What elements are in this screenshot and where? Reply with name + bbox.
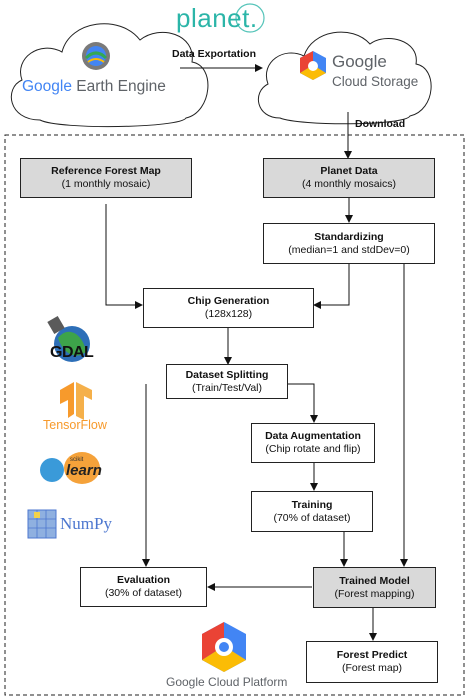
gcs-logo-line1: Google — [332, 52, 387, 71]
forest-predict-box: Forest Predict (Forest map) — [306, 641, 438, 683]
chip-generation-title: Chip Generation — [187, 295, 270, 307]
data-exportation-label: Data Exportation — [172, 48, 257, 60]
sklearn-small-label: scikit — [70, 457, 84, 463]
standardizing-box: Standardizing (median=1 and stdDev=0) — [263, 223, 435, 264]
chip-generation-box: Chip Generation (128x128) — [143, 288, 314, 328]
forest-predict-title: Forest Predict — [336, 649, 408, 661]
reference-forest-map-title: Reference Forest Map — [51, 165, 161, 177]
gee-logo-google: Google — [22, 78, 72, 95]
tensorflow-label: TensorFlow — [43, 418, 107, 432]
numpy-icon — [27, 509, 57, 539]
data-augmentation-sub: (Chip rotate and flip) — [265, 443, 361, 455]
dataset-splitting-box: Dataset Splitting (Train/Test/Val) — [166, 364, 288, 399]
gdal-icon — [47, 315, 90, 362]
gee-cloud — [10, 23, 209, 128]
gcs-logo-line2: Cloud Storage — [332, 74, 419, 89]
trained-model-sub: (Forest mapping) — [334, 587, 415, 600]
std-to-chip-arrow — [313, 264, 350, 309]
gee-globe-icon — [82, 42, 110, 70]
forest-predict-sub: (Forest map) — [341, 662, 403, 674]
tensorflow-icon — [60, 382, 92, 420]
reference-forest-map-box: Reference Forest Map (1 monthly mosaic) — [20, 158, 192, 198]
ref-to-chip-arrow — [105, 204, 143, 309]
dataset-splitting-sub: (Train/Test/Val) — [191, 381, 262, 394]
numpy-label: NumPy — [60, 514, 112, 533]
pipeline-boundary — [4, 134, 465, 696]
data-augmentation-title: Data Augmentation — [265, 430, 361, 442]
gee-logo-text: Google Earth Engine — [22, 78, 166, 96]
planet-data-box: Planet Data (4 monthly mosaics) — [263, 158, 435, 198]
evaluation-sub: (30% of dataset) — [104, 587, 183, 599]
gcs-cloud — [258, 31, 432, 125]
trained-model-box: Trained Model (Forest mapping) — [313, 567, 436, 608]
planet-data-title: Planet Data — [320, 165, 378, 177]
planet-logo-text: planet. — [176, 3, 258, 33]
reference-forest-map-sub: (1 monthly mosaic) — [61, 178, 151, 190]
gee-logo-rest: Earth Engine — [71, 78, 166, 95]
chip-generation-sub: (128x128) — [204, 308, 253, 320]
sklearn-label: learn — [66, 462, 102, 479]
evaluation-title: Evaluation — [116, 574, 171, 586]
gdal-label: GDAL — [50, 344, 94, 361]
standardizing-sub: (median=1 and stdDev=0) — [288, 243, 410, 256]
split-to-aug-arrow — [288, 383, 318, 423]
planet-logo-ring — [235, 3, 265, 33]
training-box: Training (70% of dataset) — [251, 491, 373, 532]
evaluation-box: Evaluation (30% of dataset) — [80, 567, 207, 607]
dataset-splitting-title: Dataset Splitting — [185, 368, 269, 381]
gcp-label: Google Cloud Platform — [166, 675, 288, 689]
training-title: Training — [291, 498, 333, 511]
gcp-hexagon-icon — [202, 622, 246, 672]
standardizing-title: Standardizing — [314, 230, 384, 243]
gcs-hexagon-icon — [300, 51, 326, 80]
data-augmentation-box: Data Augmentation (Chip rotate and flip) — [251, 423, 375, 463]
sklearn-icon — [40, 452, 100, 484]
download-label: Download — [355, 118, 406, 130]
trained-model-title: Trained Model — [339, 574, 410, 587]
planet-data-sub: (4 monthly mosaics) — [302, 178, 396, 190]
training-sub: (70% of dataset) — [273, 511, 351, 524]
